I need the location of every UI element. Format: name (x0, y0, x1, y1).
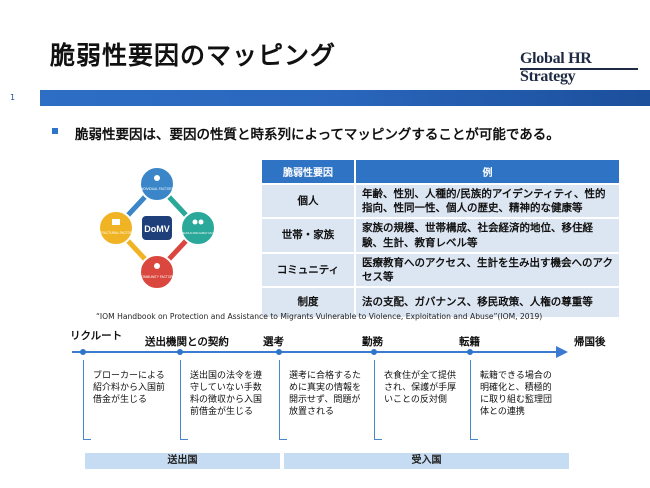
header-example: 例 (356, 160, 619, 183)
table-header-row: 脆弱性要因 例 (262, 160, 619, 183)
timeline-dot (467, 349, 473, 355)
note-selection: 選考に合格するために真実の情報を開示せず、問題が放置される (289, 371, 362, 418)
note-bracket (279, 360, 280, 440)
stage-work: 勤務 (362, 336, 383, 348)
individual-factors-label: INDIVIDUAL FACTORS (140, 187, 174, 191)
community-factors-node: COMMUNITY FACTORS (139, 254, 175, 290)
household-factors-label: HOUSEHOLD AND FAMILY FACTORS (175, 231, 220, 235)
timeline-dot (177, 349, 183, 355)
stage-contract: 送出機関との契約 (145, 336, 229, 348)
note-work: 衣食住が全て提供され、保護が手厚いことの反対側 (384, 371, 457, 406)
note-bracket (470, 360, 471, 440)
note-bracket (374, 360, 375, 440)
domv-diagram: INDIVIDUAL FACTORS HOUSEHOLD AND FAMILY … (97, 166, 221, 290)
table-row: 個人 年齢、性別、人種的/民族的アイデンティティ、性的指向、性同一性、個人の歴史… (262, 185, 619, 218)
row-example: 家族の規模、世帯構成、社会経済的地位、移住経験、生計、教育レベル等 (356, 219, 619, 252)
vulnerability-table: 脆弱性要因 例 個人 年齢、性別、人種的/民族的アイデンティティ、性的指向、性同… (262, 158, 619, 319)
table-row: 制度 法の支配、ガバナンス、移民政策、人権の尊重等 (262, 288, 619, 318)
note-bracket (180, 360, 181, 440)
bullet-marker (52, 128, 58, 134)
row-example: 年齢、性別、人種的/民族的アイデンティティ、性的指向、性同一性、個人の歴史、精神… (356, 185, 619, 218)
row-category: 制度 (262, 288, 356, 318)
note-bracket-hook (83, 439, 91, 440)
row-example: 医療教育へのアクセス、生計を生み出す機会へのアクセス等 (356, 253, 619, 287)
structural-factors-label: STRUCTURAL FACTORS (97, 231, 134, 235)
row-category: 世帯・家族 (262, 219, 356, 252)
note-bracket (83, 360, 84, 440)
timeline-dot (80, 349, 86, 355)
timeline-arrow (72, 346, 568, 358)
page-number: 1 (0, 90, 40, 106)
domv-center: DoMV (140, 214, 174, 242)
citation: “IOM Handbook on Protection and Assistan… (96, 312, 543, 321)
stage-selection: 選考 (263, 336, 284, 348)
note-contract: 送出国の法令を遵守していない手数料の徴収から入国前借金が生じる (190, 371, 263, 418)
row-category: コミュニティ (262, 253, 356, 287)
logo-underline (520, 68, 638, 70)
domv-center-label: DoMV (144, 224, 170, 234)
company-logo: Global HR Strategy (520, 50, 592, 85)
timeline-dot (276, 349, 282, 355)
row-example: 法の支配、ガバナンス、移民政策、人権の尊重等 (356, 288, 619, 318)
note-bracket-hook (374, 439, 382, 440)
table-row: 世帯・家族 家族の規模、世帯構成、社会経済的地位、移住経験、生計、教育レベル等 (262, 219, 619, 252)
structural-factors-node: STRUCTURAL FACTORS (97, 210, 135, 246)
stage-recruit: リクルート (70, 330, 123, 342)
individual-factors-node: INDIVIDUAL FACTORS (139, 166, 175, 202)
note-recruit: ブローカーによる紹介料から入国前借金が生じる (93, 371, 166, 406)
stage-return: 帰国後 (574, 336, 606, 348)
phase-sending-country: 送出国 (85, 453, 280, 469)
page-title: 脆弱性要因のマッピング (50, 41, 337, 70)
note-bracket-hook (180, 439, 188, 440)
header-factor: 脆弱性要因 (262, 160, 356, 183)
community-factors-label: COMMUNITY FACTORS (139, 275, 174, 279)
row-category: 個人 (262, 185, 356, 218)
timeline-dot (371, 349, 377, 355)
phase-receiving-country: 受入国 (284, 453, 569, 469)
note-bracket-hook (470, 439, 478, 440)
note-transfer: 転籍できる場合の明確化と、積極的に取り組む監理団体との連携 (480, 371, 553, 418)
household-factors-node: HOUSEHOLD AND FAMILY FACTORS (175, 210, 221, 246)
bullet-text: 脆弱性要因は、要因の性質と時系列によってマッピングすることが可能である。 (75, 127, 560, 143)
table-row: コミュニティ 医療教育へのアクセス、生計を生み出す機会へのアクセス等 (262, 253, 619, 287)
note-bracket-hook (279, 439, 287, 440)
stage-transfer: 転籍 (459, 336, 480, 348)
header-band (0, 90, 650, 106)
